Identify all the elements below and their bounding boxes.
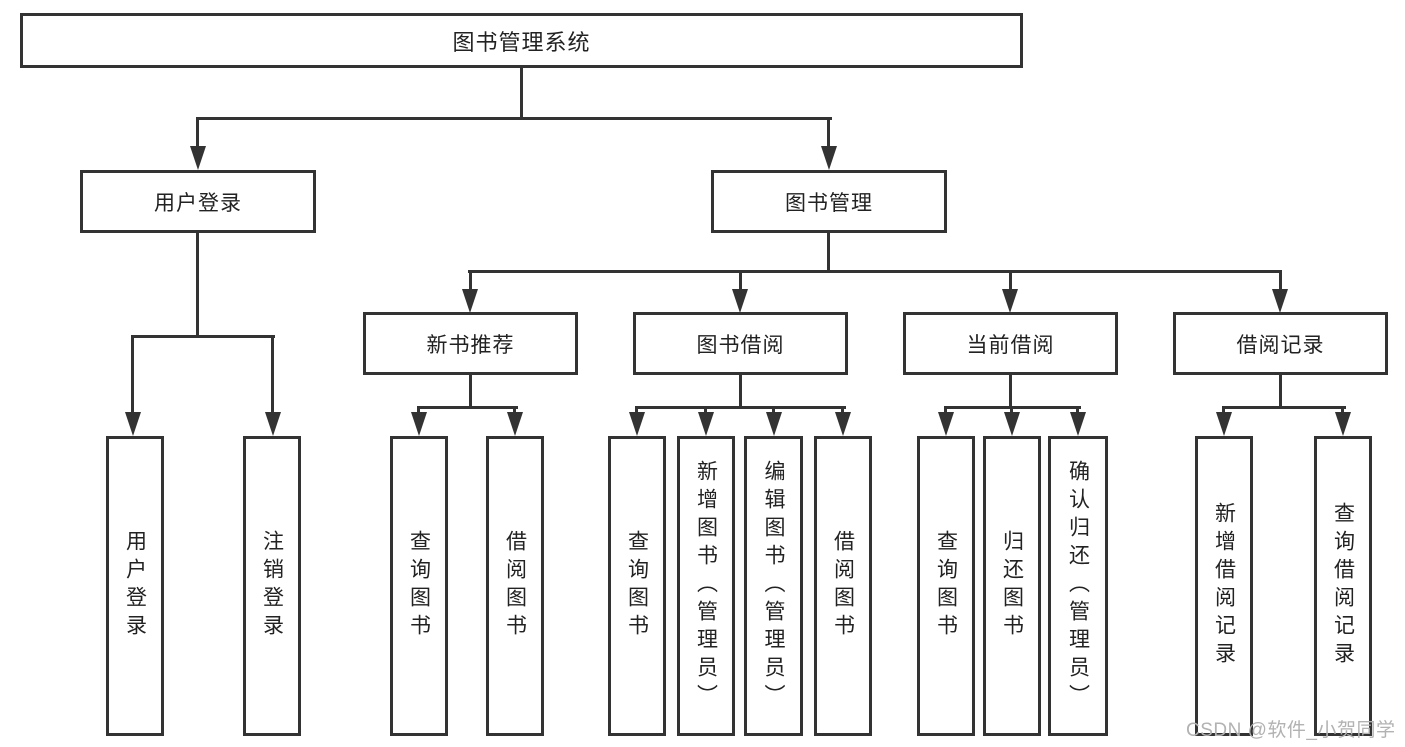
arrow-down-icon xyxy=(732,289,748,313)
leaf-confirm-return-admin: 确认归还（管理员） xyxy=(1048,436,1108,736)
arrow-down-icon xyxy=(821,146,837,170)
node-label: 确认归还（管理员） xyxy=(1066,460,1090,712)
node-label: 用户登录 xyxy=(154,191,242,215)
connector-borrowing-drop-3 xyxy=(772,406,775,415)
connector-root-rail xyxy=(196,117,832,120)
arrow-down-icon xyxy=(1004,412,1020,436)
node-user-login: 用户登录 xyxy=(80,170,316,233)
connector-borrowing-stem xyxy=(739,375,742,409)
node-label: 新书推荐 xyxy=(426,333,515,357)
node-label: 归还图书 xyxy=(1000,530,1024,642)
connector-root-drop-left xyxy=(196,117,199,149)
connector-new-book-drop-1 xyxy=(417,406,420,415)
connector-current-drop-2 xyxy=(1010,406,1013,415)
arrow-down-icon xyxy=(190,146,206,170)
connector-records-stem xyxy=(1279,375,1282,409)
node-label: 借阅图书 xyxy=(831,530,855,642)
leaf-add-books-admin: 新增图书（管理员） xyxy=(677,436,735,736)
leaf-query-books-borrowing: 查询图书 xyxy=(608,436,666,736)
leaf-logout: 注销登录 xyxy=(243,436,301,736)
node-label: 图书管理 xyxy=(785,191,873,215)
leaf-query-books-recommend: 查询图书 xyxy=(390,436,448,736)
node-label: 借阅图书 xyxy=(503,530,527,642)
leaf-return-books: 归还图书 xyxy=(983,436,1041,736)
connector-new-book-stem xyxy=(469,375,472,409)
connector-book-mgmt-drop-2 xyxy=(739,270,742,292)
node-label: 用户登录 xyxy=(123,530,147,642)
node-label: 查询图书 xyxy=(934,530,958,642)
leaf-edit-books-admin: 编辑图书（管理员） xyxy=(744,436,803,736)
node-label: 查询图书 xyxy=(625,530,649,642)
leaf-user-login: 用户登录 xyxy=(106,436,164,736)
leaf-add-borrow-record: 新增借阅记录 xyxy=(1195,436,1253,736)
leaf-borrow-books-borrowing: 借阅图书 xyxy=(814,436,872,736)
arrow-down-icon xyxy=(698,412,714,436)
node-label: 编辑图书（管理员） xyxy=(762,460,785,712)
connector-root-drop-right xyxy=(827,117,830,149)
node-label: 当前借阅 xyxy=(966,333,1055,357)
connector-records-rail xyxy=(1222,406,1346,409)
arrow-down-icon xyxy=(462,289,478,313)
arrow-down-icon xyxy=(938,412,954,436)
connector-borrowing-drop-2 xyxy=(704,406,707,415)
connector-book-mgmt-drop-3 xyxy=(1009,270,1012,292)
arrow-down-icon xyxy=(1335,412,1351,436)
connector-user-login-drop-2 xyxy=(271,335,274,415)
arrow-down-icon xyxy=(1272,289,1288,313)
node-label: 图书借阅 xyxy=(696,333,785,357)
leaf-borrow-books-recommend: 借阅图书 xyxy=(486,436,544,736)
node-label: 查询借阅记录 xyxy=(1331,502,1355,670)
node-label: 注销登录 xyxy=(260,530,284,642)
connector-book-mgmt-drop-4 xyxy=(1279,270,1282,292)
connector-records-drop-1 xyxy=(1222,406,1225,415)
leaf-query-borrow-record: 查询借阅记录 xyxy=(1314,436,1372,736)
arrow-down-icon xyxy=(1002,289,1018,313)
node-borrowing-records: 借阅记录 xyxy=(1173,312,1388,375)
connector-root-stem xyxy=(520,68,523,120)
connector-current-drop-1 xyxy=(944,406,947,415)
csdn-watermark: CSDN @软件_小贺同学 xyxy=(1186,720,1396,741)
connector-book-mgmt-stem xyxy=(827,233,830,273)
arrow-down-icon xyxy=(507,412,523,436)
node-label: 借阅记录 xyxy=(1236,333,1325,357)
node-label: 查询图书 xyxy=(407,530,431,642)
connector-borrowing-rail xyxy=(635,406,846,409)
connector-user-login-rail xyxy=(131,335,275,338)
node-label: 图书管理系统 xyxy=(452,29,591,55)
leaf-query-books-current: 查询图书 xyxy=(917,436,975,736)
arrow-down-icon xyxy=(766,412,782,436)
arrow-down-icon xyxy=(1216,412,1232,436)
connector-book-mgmt-drop-1 xyxy=(469,270,472,292)
node-library-management-system: 图书管理系统 xyxy=(20,13,1023,68)
connector-borrowing-drop-4 xyxy=(841,406,844,415)
connector-user-login-drop-1 xyxy=(131,335,134,415)
connector-book-mgmt-rail xyxy=(468,270,1282,273)
node-new-book-recommendation: 新书推荐 xyxy=(363,312,578,375)
arrow-down-icon xyxy=(265,412,281,436)
arrow-down-icon xyxy=(835,412,851,436)
connector-user-login-stem xyxy=(196,233,199,338)
connector-current-stem xyxy=(1009,375,1012,409)
connector-new-book-rail xyxy=(417,406,518,409)
connector-records-drop-2 xyxy=(1341,406,1344,415)
arrow-down-icon xyxy=(411,412,427,436)
node-current-borrowing: 当前借阅 xyxy=(903,312,1118,375)
arrow-down-icon xyxy=(125,412,141,436)
node-book-borrowing: 图书借阅 xyxy=(633,312,848,375)
connector-new-book-drop-2 xyxy=(513,406,516,415)
node-label: 新增图书（管理员） xyxy=(694,460,718,712)
connector-borrowing-drop-1 xyxy=(635,406,638,415)
arrow-down-icon xyxy=(1070,412,1086,436)
arrow-down-icon xyxy=(629,412,645,436)
node-label: 新增借阅记录 xyxy=(1212,502,1236,670)
connector-current-drop-3 xyxy=(1076,406,1079,415)
node-book-management: 图书管理 xyxy=(711,170,947,233)
